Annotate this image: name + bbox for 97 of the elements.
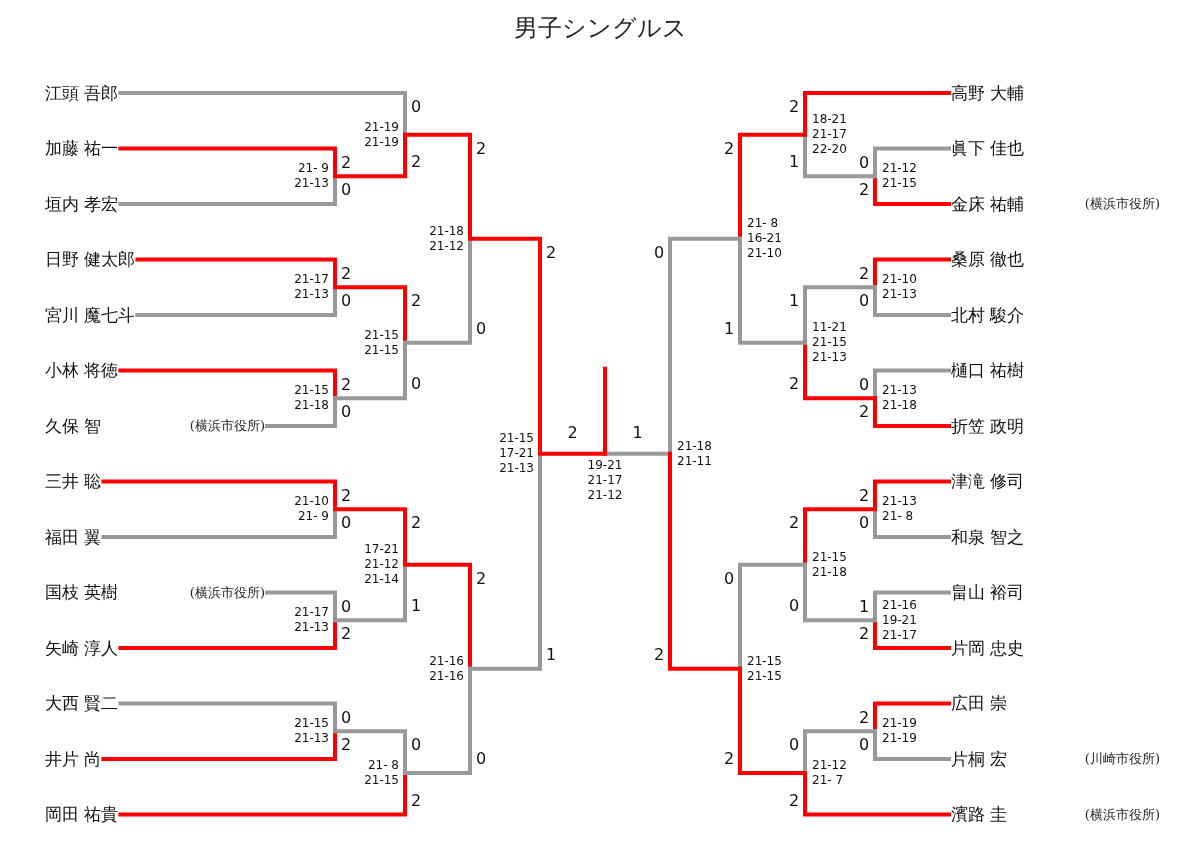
- score-text: 21-19: [363, 119, 399, 135]
- player-name: 和泉 智之: [951, 525, 1025, 549]
- score-text: 21-12: [882, 161, 918, 177]
- player-name: 金床 祐輔: [951, 192, 1025, 216]
- bracket-line: [603, 366, 607, 456]
- score-text: 21-10: [293, 494, 329, 510]
- score-text: 21-12: [428, 238, 464, 254]
- player-name: 樋口 祐樹: [951, 359, 1025, 382]
- team-name: (横浜市役所): [189, 417, 265, 435]
- score-text: 17-21: [363, 542, 399, 558]
- score-text: 21-12: [812, 757, 848, 773]
- score-text: 21-13: [293, 287, 329, 303]
- score-text: 21-13: [812, 350, 848, 366]
- player-name: 北村 駿介: [951, 303, 1025, 327]
- score-text: 19-21: [882, 612, 918, 628]
- score-text: 21-13: [882, 494, 918, 510]
- team-name: (川崎市役所): [1084, 750, 1160, 768]
- score-text: 21-19: [882, 716, 918, 732]
- score-text: 21-14: [363, 572, 399, 588]
- player-name: 片桐 宏: [951, 747, 1008, 771]
- score-text: 21-19: [882, 731, 918, 747]
- score-text: 21-15: [812, 335, 848, 351]
- score-text: 21-13: [293, 176, 329, 192]
- player-name: 折笠 政明: [951, 414, 1025, 438]
- player-name: 加藤 祐一: [45, 137, 119, 160]
- score-text: 21-12: [363, 557, 399, 573]
- score-text: 21- 8: [366, 757, 399, 773]
- player-name: 眞下 佳也: [951, 137, 1025, 160]
- team-name: (横浜市役所): [1084, 195, 1160, 213]
- player-name: 国枝 英樹: [45, 581, 119, 604]
- player-name: 桑原 徹也: [951, 248, 1025, 271]
- score-text: 21-17: [293, 605, 329, 621]
- score-text: 21-17: [882, 627, 918, 643]
- player-name: 久保 智: [45, 414, 102, 438]
- player-name: 片岡 忠史: [951, 636, 1025, 660]
- team-name: (横浜市役所): [189, 583, 265, 602]
- score-text: 21-15: [498, 431, 534, 447]
- score-text: 21- 8: [882, 509, 915, 525]
- score-text: 18-21: [812, 112, 848, 128]
- score-text: 21-18: [293, 398, 329, 414]
- player-name: 垣内 孝宏: [45, 192, 119, 216]
- score-text: 21-15: [293, 383, 329, 399]
- player-name: 畠山 裕司: [951, 581, 1025, 604]
- score-text: 21-15: [293, 716, 329, 732]
- title: 男子シングルス: [512, 13, 688, 44]
- score-text: 21-15: [882, 176, 918, 192]
- score-text: 21-12: [586, 487, 624, 503]
- score-text: 21-17: [293, 272, 329, 288]
- score-text: 21-15: [363, 327, 399, 343]
- player-name: 岡田 祐貴: [45, 803, 119, 826]
- score-text: 16-21: [747, 231, 783, 247]
- player-name: 高野 大輔: [951, 81, 1025, 105]
- team-name: (横浜市役所): [1084, 805, 1160, 824]
- score-text: 21-16: [882, 597, 918, 613]
- score-text: 21- 8: [747, 216, 780, 232]
- player-name: 宮川 魔七斗: [45, 303, 136, 327]
- score-text: 21-13: [882, 287, 918, 303]
- score-text: 21-15: [812, 549, 848, 565]
- player-name: 矢崎 淳人: [45, 636, 119, 660]
- score-text: 21-17: [812, 127, 848, 143]
- player-name: 日野 健太郎: [45, 248, 136, 271]
- player-name: 大西 賢二: [45, 692, 119, 715]
- score-text: 21-13: [293, 620, 329, 636]
- score-text: 21-10: [882, 272, 918, 288]
- score-text: 21-15: [363, 342, 399, 358]
- player-name: 江頭 吾郎: [45, 81, 119, 105]
- score-text: 21-17: [586, 472, 624, 488]
- score-text: 22-20: [812, 142, 848, 158]
- player-name: 濱路 圭: [951, 803, 1008, 826]
- score-text: 21-18: [677, 438, 713, 454]
- score-text: 21- 7: [812, 772, 845, 788]
- score-text: 21-18: [812, 564, 848, 580]
- bracket-line: [668, 451, 742, 671]
- score-text: 21-13: [882, 383, 918, 399]
- score-text: 21-13: [498, 461, 534, 477]
- score-text: 21-10: [747, 246, 783, 262]
- score-text: 21-16: [428, 668, 464, 684]
- player-name: 三井 聡: [45, 470, 102, 493]
- score-text: 21-18: [428, 223, 464, 239]
- score-text: 21- 9: [296, 161, 329, 177]
- score-text: 21-13: [293, 731, 329, 747]
- player-name: 広田 崇: [951, 692, 1008, 715]
- player-name: 津滝 修司: [951, 470, 1025, 493]
- score-text: 21-16: [428, 653, 464, 669]
- score-text: 21- 9: [296, 509, 329, 525]
- score-text: 21-15: [747, 653, 783, 669]
- score-text: 21-19: [363, 134, 399, 150]
- score-text: 17-21: [498, 446, 534, 462]
- score-text: 21-15: [747, 668, 783, 684]
- player-name: 福田 翼: [45, 525, 102, 549]
- player-name: 小林 将徳: [45, 359, 119, 382]
- score-text: 19-21: [586, 457, 624, 473]
- player-name: 井片 尚: [45, 747, 102, 771]
- score-text: 21-18: [882, 398, 918, 414]
- score-text: 21-15: [363, 772, 399, 788]
- score-text: 11-21: [812, 320, 848, 336]
- score-text: 21-11: [677, 453, 713, 469]
